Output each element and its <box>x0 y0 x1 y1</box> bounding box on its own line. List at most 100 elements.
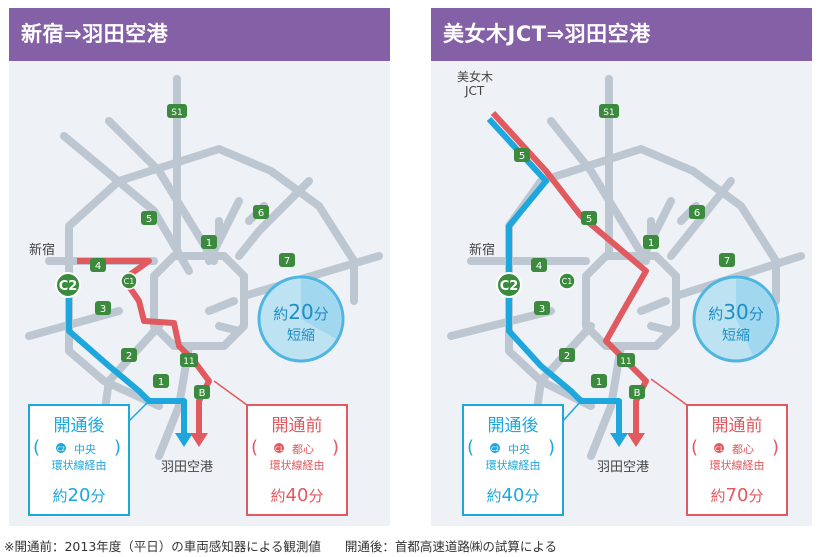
marker-s1: S1 <box>167 104 187 118</box>
svg-text:6: 6 <box>694 208 700 219</box>
marker-c2: C2 <box>55 272 81 298</box>
svg-text:): ) <box>332 437 339 458</box>
svg-text:(: ( <box>467 437 474 458</box>
svg-text:C2: C2 <box>491 446 499 453</box>
svg-text:2: 2 <box>126 351 132 362</box>
svg-text:(: ( <box>691 437 698 458</box>
marker-c1: C1 <box>120 272 138 290</box>
before-opening-box: 開通前 ( C1 都心 環状線経由 ) 約40分 <box>246 404 348 516</box>
marker-11: 11 <box>180 353 198 367</box>
saving-fraction-wedge <box>736 279 776 356</box>
after-title: 開通後 <box>54 416 105 436</box>
time-saving-badge: 約20分 短縮 <box>257 275 345 363</box>
marker-6: 6 <box>253 205 269 219</box>
svg-text:11: 11 <box>183 357 194 367</box>
marker-3: 3 <box>95 301 111 315</box>
marker-5: 5 <box>141 211 157 225</box>
route-after-arrow <box>610 433 628 447</box>
svg-text:C1: C1 <box>275 446 283 453</box>
svg-text:中央: 中央 <box>74 443 96 456</box>
svg-text:S1: S1 <box>171 108 182 118</box>
route-before-arrow <box>627 433 645 447</box>
svg-text:5: 5 <box>586 214 592 225</box>
marker-11: 11 <box>617 353 635 367</box>
destination-label: 羽田空港 <box>597 460 649 475</box>
svg-text:S1: S1 <box>603 108 614 118</box>
marker-1-upper: 1 <box>643 235 659 249</box>
svg-text:1: 1 <box>158 377 164 388</box>
marker-6: 6 <box>689 205 705 219</box>
svg-text:(: ( <box>251 437 258 458</box>
panel-title: 美女木JCT⇒羽田空港 <box>431 8 812 61</box>
svg-text:4: 4 <box>536 261 542 272</box>
svg-text:環状線経由: 環状線経由 <box>52 458 107 472</box>
marker-2: 2 <box>121 348 137 362</box>
svg-text:1: 1 <box>596 377 602 388</box>
svg-text:中央: 中央 <box>508 443 530 456</box>
svg-text:C1: C1 <box>715 446 723 453</box>
svg-text:約30分: 約30分 <box>708 300 763 324</box>
marker-1-lower: 1 <box>591 374 607 388</box>
svg-text:C2: C2 <box>500 279 519 294</box>
svg-text:都心: 都心 <box>292 443 314 456</box>
svg-text:B: B <box>634 388 641 399</box>
svg-text:B: B <box>199 388 206 399</box>
marker-4: 4 <box>90 258 106 272</box>
panel-shinjuku-haneda: 新宿⇒羽田空港 <box>9 8 390 526</box>
before-title: 開通前 <box>272 416 323 436</box>
svg-text:約20分: 約20分 <box>53 485 106 506</box>
panel-title: 新宿⇒羽田空港 <box>9 8 390 61</box>
origin-label-line1: 美女木 <box>457 69 493 84</box>
after-opening-box: 開通後 ( C2 中央 環状線経由 ) 約20分 <box>28 404 130 516</box>
marker-7: 7 <box>279 253 295 267</box>
expressway-network <box>25 75 383 460</box>
after-opening-box: 開通後 ( C2 中央 環状線経由 ) 約40分 <box>462 404 564 516</box>
route-after-line <box>66 281 187 436</box>
saving-label: 短縮 <box>722 328 750 344</box>
svg-text:(: ( <box>33 437 40 458</box>
route-after-line <box>486 116 622 436</box>
svg-text:4: 4 <box>95 261 101 272</box>
svg-text:): ) <box>772 437 779 458</box>
marker-1-upper: 1 <box>201 235 217 249</box>
svg-text:6: 6 <box>258 208 264 219</box>
origin-label-line2: JCT <box>464 84 485 98</box>
marker-b: B <box>194 385 210 399</box>
svg-text:): ) <box>114 437 121 458</box>
before-title: 開通前 <box>712 416 763 436</box>
svg-text:3: 3 <box>100 304 106 315</box>
marker-2: 2 <box>559 348 575 362</box>
marker-c2: C2 <box>496 272 522 298</box>
svg-text:約40分: 約40分 <box>271 485 324 506</box>
svg-text:環状線経由: 環状線経由 <box>270 458 325 472</box>
marker-7: 7 <box>719 253 735 267</box>
route-after-arrow <box>175 433 193 447</box>
footnote-before: ※開通前：2013年度（平日）の車両感知器による観測値 <box>4 539 321 554</box>
svg-text:C1: C1 <box>124 277 135 286</box>
svg-text:7: 7 <box>724 256 730 267</box>
footnote-after: 開通後：首都高速道路㈱の試算による <box>344 539 558 554</box>
svg-text:C2: C2 <box>59 279 78 294</box>
svg-text:環状線経由: 環状線経由 <box>710 458 765 472</box>
route-map: S1 5 5 6 1 7 4 C1 3 2 11 1 B C2 美女木 JCT … <box>447 69 805 516</box>
svg-text:7: 7 <box>284 256 290 267</box>
svg-text:5: 5 <box>519 151 525 162</box>
svg-text:C1: C1 <box>562 277 573 286</box>
marker-3: 3 <box>534 301 550 315</box>
svg-text:3: 3 <box>539 304 545 315</box>
marker-5: 5 <box>581 211 597 225</box>
svg-text:都心: 都心 <box>732 443 754 456</box>
svg-text:1: 1 <box>206 238 212 249</box>
svg-text:1: 1 <box>648 238 654 249</box>
svg-text:2: 2 <box>564 351 570 362</box>
marker-c1: C1 <box>558 272 576 290</box>
svg-text:): ) <box>548 437 555 458</box>
marker-5-upper: 5 <box>514 148 530 162</box>
saving-fraction-wedge <box>301 279 342 339</box>
marker-1-lower: 1 <box>153 374 169 388</box>
time-saving-badge: 約30分 短縮 <box>692 275 780 363</box>
footnote: ※開通前：2013年度（平日）の車両感知器による観測値 開通後：首都高速道路㈱の試… <box>4 536 581 555</box>
panel-bijogi-haneda: 美女木JCT⇒羽田空港 S1 5 5 6 1 7 4 <box>431 8 812 526</box>
svg-text:環状線経由: 環状線経由 <box>486 458 541 472</box>
route-map: S1 5 6 1 7 4 C1 3 2 11 1 B C2 新宿 羽田空港 約2… <box>25 75 383 516</box>
